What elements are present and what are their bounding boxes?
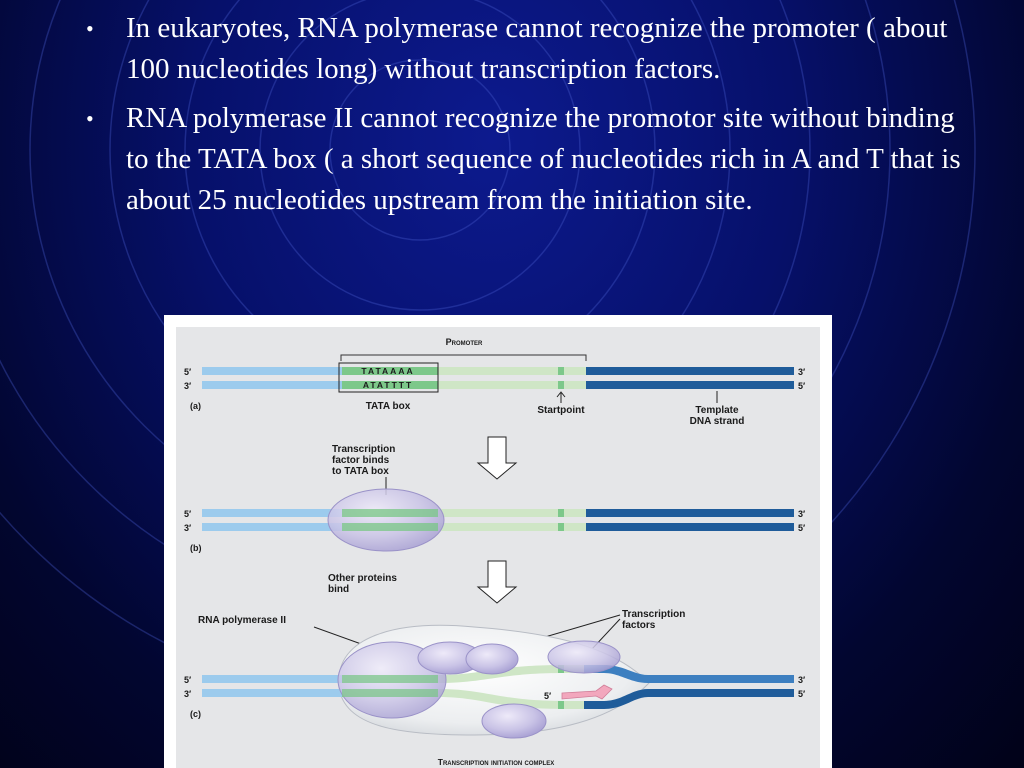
step-arrow-down-icon xyxy=(476,436,518,480)
strand-5-label: 5′ xyxy=(184,367,191,377)
tfactors-label-2: factors xyxy=(622,620,656,631)
strand-5-label-right: 5′ xyxy=(798,381,805,391)
startpoint-label: Startpoint xyxy=(537,405,585,416)
panel-a-label: (a) xyxy=(190,401,201,411)
bullet-marker: • xyxy=(86,16,94,41)
rna-transcript xyxy=(561,684,613,700)
bullet-item: • In eukaryotes, RNA polymerase cannot r… xyxy=(82,8,962,90)
strand-5-label-b-right: 5′ xyxy=(798,523,805,533)
strand-3-label-b: 3′ xyxy=(184,523,191,533)
strand-5-label-c: 5′ xyxy=(184,675,191,685)
transcription-diagram: Promoter TATAAAA ATATTTT 5′ 3′ 3′ 5′ (a)… xyxy=(164,315,832,768)
panel-b-label: (b) xyxy=(190,543,202,553)
transcription-factor-blob xyxy=(327,488,445,552)
tata-bottom-sequence: ATATTTT xyxy=(363,380,413,390)
tata-box-label: TATA box xyxy=(366,401,411,412)
dna-strands-b xyxy=(202,509,794,531)
complex-label: Transcription initiation complex xyxy=(438,757,554,767)
strand-3-label-c: 3′ xyxy=(184,689,191,699)
strand-5-label-c-right: 5′ xyxy=(798,689,805,699)
bullet-text: RNA polymerase II cannot recognize the p… xyxy=(126,102,961,216)
panel-c-label: (c) xyxy=(190,709,201,719)
rna-polymerase-pointer xyxy=(313,626,365,646)
strand-5-label-b: 5′ xyxy=(184,509,191,519)
strand-3-label-c-right: 3′ xyxy=(798,675,805,685)
other-proteins-label-2: bind xyxy=(328,584,349,595)
other-proteins-label-1: Other proteins xyxy=(328,573,397,584)
rna-5prime-label: 5′ xyxy=(544,691,551,701)
bullet-marker: • xyxy=(86,106,94,131)
tf-binds-label-3: to TATA box xyxy=(332,466,389,477)
promoter-bracket xyxy=(340,354,587,361)
promoter-label: Promoter xyxy=(446,337,483,347)
tata-top-sequence: TATAAAA xyxy=(361,366,414,376)
transcription-factor-top-3 xyxy=(547,640,621,674)
strand-3-label: 3′ xyxy=(184,381,191,391)
tf-binds-label-2: factor binds xyxy=(332,455,390,466)
rna-polymerase-label: RNA polymerase II xyxy=(198,615,286,626)
tfactors-label-1: Transcription xyxy=(622,609,685,620)
strand-3-label-right: 3′ xyxy=(798,367,805,377)
bullet-item: • RNA polymerase II cannot recognize the… xyxy=(82,98,962,221)
diagram-svg: Promoter TATAAAA ATATTTT 5′ 3′ 3′ 5′ (a)… xyxy=(184,337,805,767)
dna-strands-a xyxy=(202,367,794,389)
tf-binds-label-1: Transcription xyxy=(332,444,395,455)
bullet-list: • In eukaryotes, RNA polymerase cannot r… xyxy=(82,8,962,229)
template-label-1: Template xyxy=(695,405,739,416)
startpoint-arrow xyxy=(556,391,566,403)
transcription-factor-bottom xyxy=(481,703,547,739)
bullet-text: In eukaryotes, RNA polymerase cannot rec… xyxy=(126,12,948,85)
template-label-2: DNA strand xyxy=(690,416,745,427)
transcription-factor-top-2 xyxy=(465,643,519,675)
step-arrow-down-icon xyxy=(476,560,518,604)
strand-3-label-b-right: 3′ xyxy=(798,509,805,519)
tata-box-outline xyxy=(338,362,439,393)
